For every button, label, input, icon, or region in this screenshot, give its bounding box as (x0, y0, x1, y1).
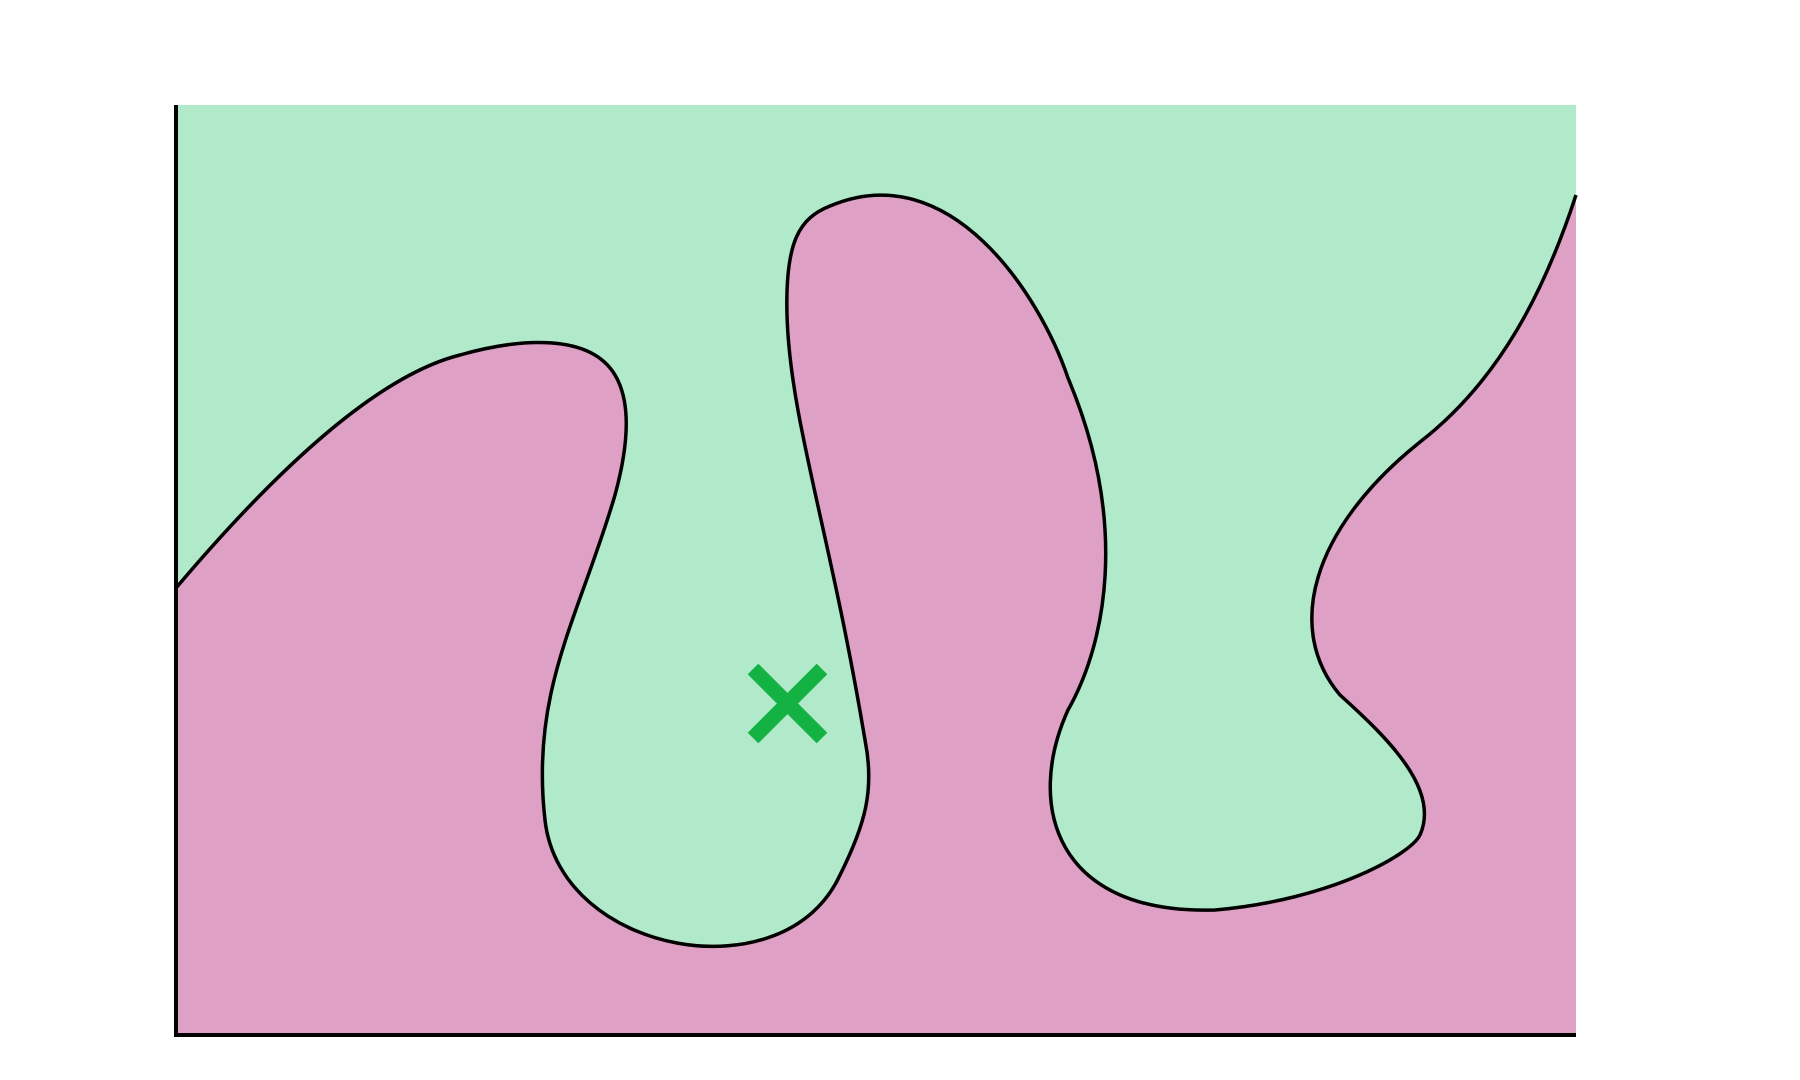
lower-region (176, 195, 1576, 1035)
decision-boundary (174, 193, 1578, 949)
x-marker (747, 663, 828, 744)
